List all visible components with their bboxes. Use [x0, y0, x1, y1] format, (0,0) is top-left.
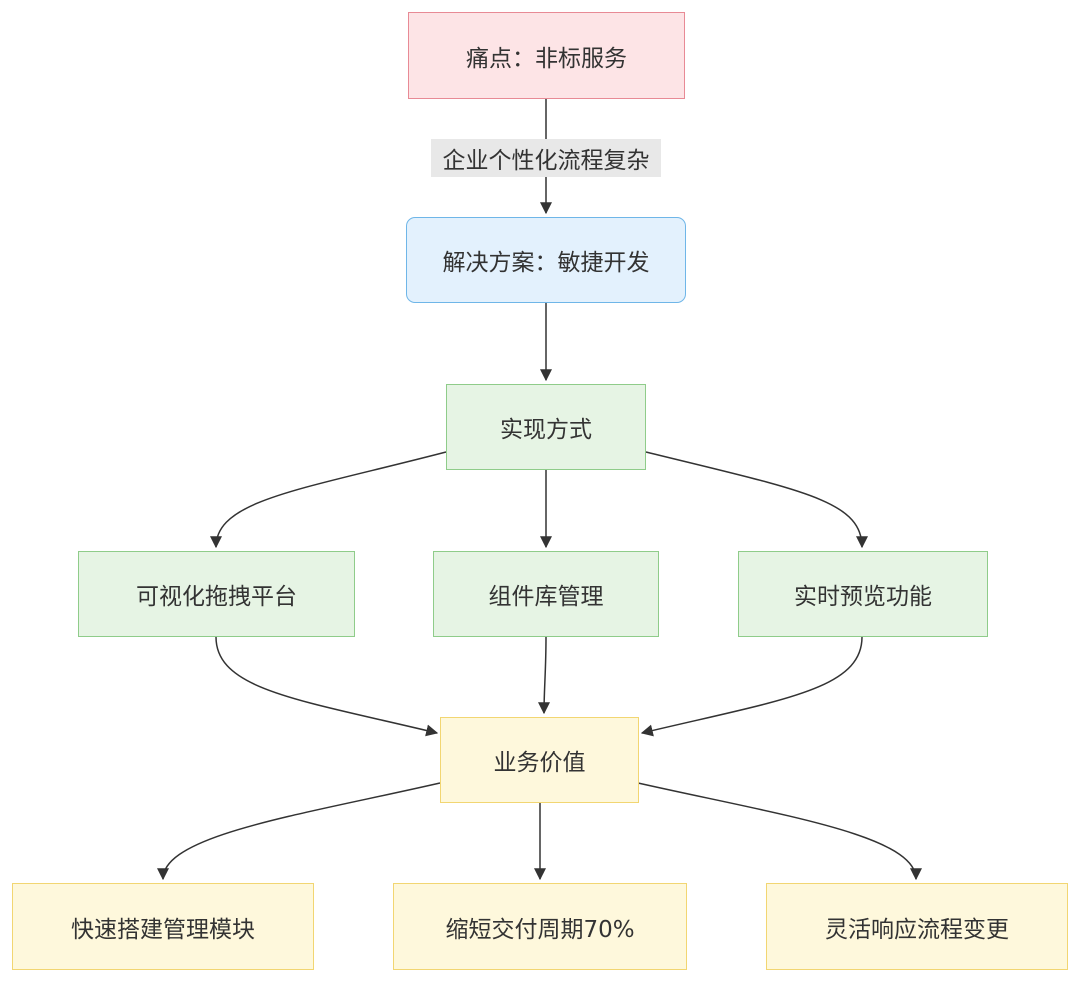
node-realtime-preview[interactable]: 实时预览功能: [738, 551, 988, 637]
node-business-value[interactable]: 业务价值: [440, 717, 639, 803]
node-component-library[interactable]: 组件库管理: [433, 551, 659, 637]
node-flexible-response[interactable]: 灵活响应流程变更: [766, 883, 1068, 970]
edge-impl-to-preview: [645, 451, 868, 549]
node-solution[interactable]: 解决方案：敏捷开发: [406, 217, 686, 303]
node-visual-drag-platform[interactable]: 可视化拖拽平台: [78, 551, 355, 637]
edge-value-to-flexible: [637, 782, 922, 881]
edge-label-pain-to-solution: 企业个性化流程复杂: [431, 139, 661, 177]
edge-preview-to-value: [640, 636, 863, 737]
edge-value-to-fast: [157, 782, 441, 881]
node-fast-build[interactable]: 快速搭建管理模块: [12, 883, 314, 970]
node-implementation[interactable]: 实现方式: [446, 384, 646, 470]
edge-visual-to-value: [215, 636, 439, 737]
node-pain-point[interactable]: 痛点：非标服务: [408, 12, 685, 99]
edge-component-to-value: [538, 636, 551, 715]
node-shorten-delivery[interactable]: 缩短交付周期70%: [393, 883, 687, 970]
edge-impl-to-visual: [210, 451, 447, 549]
